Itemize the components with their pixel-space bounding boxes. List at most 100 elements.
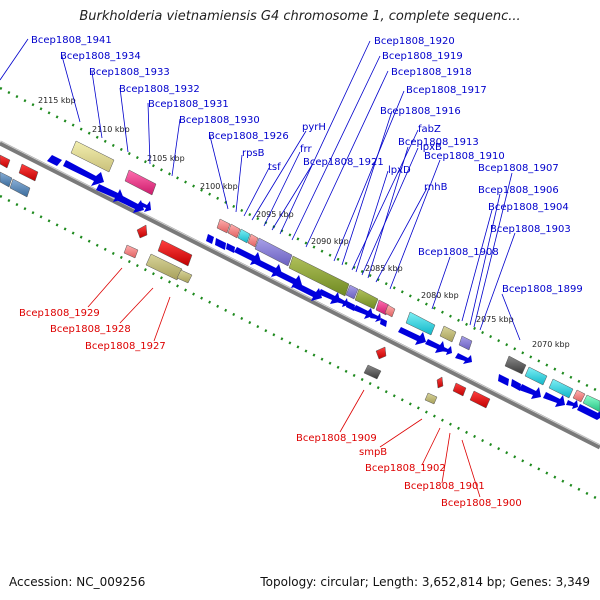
gene-block	[9, 178, 31, 198]
gene-block	[524, 366, 548, 386]
gene-label: Bcep1808_1904	[488, 202, 569, 213]
gene-arrow	[226, 243, 235, 253]
forward-strand-arrows	[47, 155, 600, 420]
gene-block	[345, 284, 359, 300]
reverse-gene-labels: Bcep1808_1929 Bcep1808_1928 Bcep1808_192…	[19, 308, 522, 509]
gene-arrow	[136, 224, 148, 239]
gene-label: Bcep1808_1901	[404, 481, 485, 492]
kbp-label: 2095 kbp	[256, 210, 294, 219]
gene-label: Bcep1808_1926	[208, 131, 289, 142]
gene-label: Bcep1808_1934	[60, 51, 141, 62]
gene-block	[424, 392, 438, 405]
gene-label: rpsB	[242, 148, 265, 159]
gene-block	[216, 218, 231, 234]
gene-block	[124, 169, 157, 196]
gene-label: fabZ	[418, 124, 441, 135]
gene-block	[0, 154, 11, 169]
gene-label: Bcep1808_1907	[478, 163, 559, 174]
gene-label: Bcep1808_1931	[148, 99, 229, 110]
gene-block	[384, 304, 396, 318]
kbp-label: 2090 kbp	[311, 237, 349, 246]
gene-label: Bcep1808_1918	[391, 67, 472, 78]
gene-block	[572, 389, 586, 403]
gene-block	[145, 253, 183, 281]
gene-label: Bcep1808_1903	[490, 224, 571, 235]
gene-label: Bcep1808_1929	[19, 308, 100, 319]
gene-arrow	[234, 247, 261, 265]
gene-block	[354, 288, 379, 310]
gene-label: Bcep1808_1902	[365, 463, 446, 474]
kbp-label: 2115 kbp	[38, 96, 76, 105]
kbp-label: 2075 kbp	[476, 315, 514, 324]
gene-block	[227, 223, 241, 239]
gene-arrow	[139, 201, 151, 212]
gene-label: Bcep1808_1927	[85, 341, 166, 352]
gene-label: tsf	[268, 162, 281, 173]
gene-block	[439, 325, 457, 343]
gene-arrow	[425, 339, 445, 353]
gene-label: Bcep1808_1909	[296, 433, 377, 444]
gene-block	[458, 335, 473, 351]
reverse-leader-lines	[87, 267, 481, 498]
gene-block	[157, 239, 193, 267]
gene-block	[582, 394, 600, 413]
gene-label: Bcep1808_1933	[89, 67, 170, 78]
kbp-label: 2100 kbp	[200, 182, 238, 191]
gene-block	[237, 228, 251, 244]
gene-block	[247, 233, 259, 248]
gene-block	[405, 311, 436, 336]
gene-label: Bcep1808_1917	[406, 85, 487, 96]
gene-arrow	[63, 160, 104, 186]
gene-arrow	[253, 258, 282, 277]
forward-gene-labels: Bcep1808_1941 Bcep1808_1934 Bcep1808_193…	[31, 35, 583, 295]
gene-arrow	[293, 282, 322, 301]
left-edge-blocks	[0, 154, 39, 198]
gene-arrow	[498, 374, 509, 386]
topology-label: Topology: circular; Length: 3,652,814 bp…	[260, 575, 590, 589]
reverse-strand-features	[123, 224, 491, 409]
forward-leader-lines	[0, 38, 521, 341]
gene-label: Bcep1808_1916	[380, 106, 461, 117]
gene-arrow	[375, 346, 387, 360]
gene-block	[176, 269, 193, 284]
gene-label: Bcep1808_1928	[50, 324, 131, 335]
gene-arrow	[206, 234, 214, 244]
gene-arrow	[370, 313, 381, 322]
gene-arrow	[353, 305, 373, 319]
gene-arrow	[116, 194, 144, 213]
kbp-scale: 2115 kbp 2110 kbp 2105 kbp 2100 kbp 2095…	[38, 96, 570, 349]
gene-label: Bcep1808_1920	[374, 36, 455, 47]
gene-block	[254, 237, 293, 267]
gene-label: Bcep1808_1941	[31, 35, 112, 46]
gene-label: rnhB	[424, 182, 448, 193]
gene-label: frr	[300, 144, 312, 155]
gene-arrow	[543, 392, 565, 407]
gene-block	[548, 378, 574, 399]
gene-label: Bcep1808_1932	[119, 84, 200, 95]
gene-label: smpB	[359, 447, 387, 458]
gene-block	[452, 382, 467, 397]
gene-block	[0, 171, 13, 188]
gene-arrow	[566, 400, 578, 409]
chromosome-backbone	[0, 140, 600, 450]
gene-arrow	[436, 376, 444, 389]
kbp-label: 2085 kbp	[365, 264, 403, 273]
gene-block	[123, 244, 139, 259]
gene-arrow	[455, 353, 472, 364]
gene-label: pyrH	[302, 122, 326, 133]
gene-label: Bcep1808_1900	[441, 498, 522, 509]
gene-arrow	[511, 379, 521, 391]
gene-arrow	[96, 184, 124, 202]
map-title: Burkholderia vietnamiensis G4 chromosome…	[79, 9, 521, 24]
accession-label: Accession: NC_009256	[9, 575, 146, 589]
gene-arrow	[398, 327, 426, 345]
gene-label: Bcep1808_1919	[382, 51, 463, 62]
gene-arrow	[380, 318, 387, 327]
gene-arrow	[346, 301, 355, 311]
kbp-label: 2110 kbp	[92, 125, 130, 134]
forward-gene-blocks	[70, 140, 600, 413]
gene-arrow	[47, 155, 62, 166]
gene-label: Bcep1808_1910	[424, 151, 505, 162]
gene-arrow	[215, 238, 226, 250]
gene-label: Bcep1808_1921	[303, 157, 384, 168]
